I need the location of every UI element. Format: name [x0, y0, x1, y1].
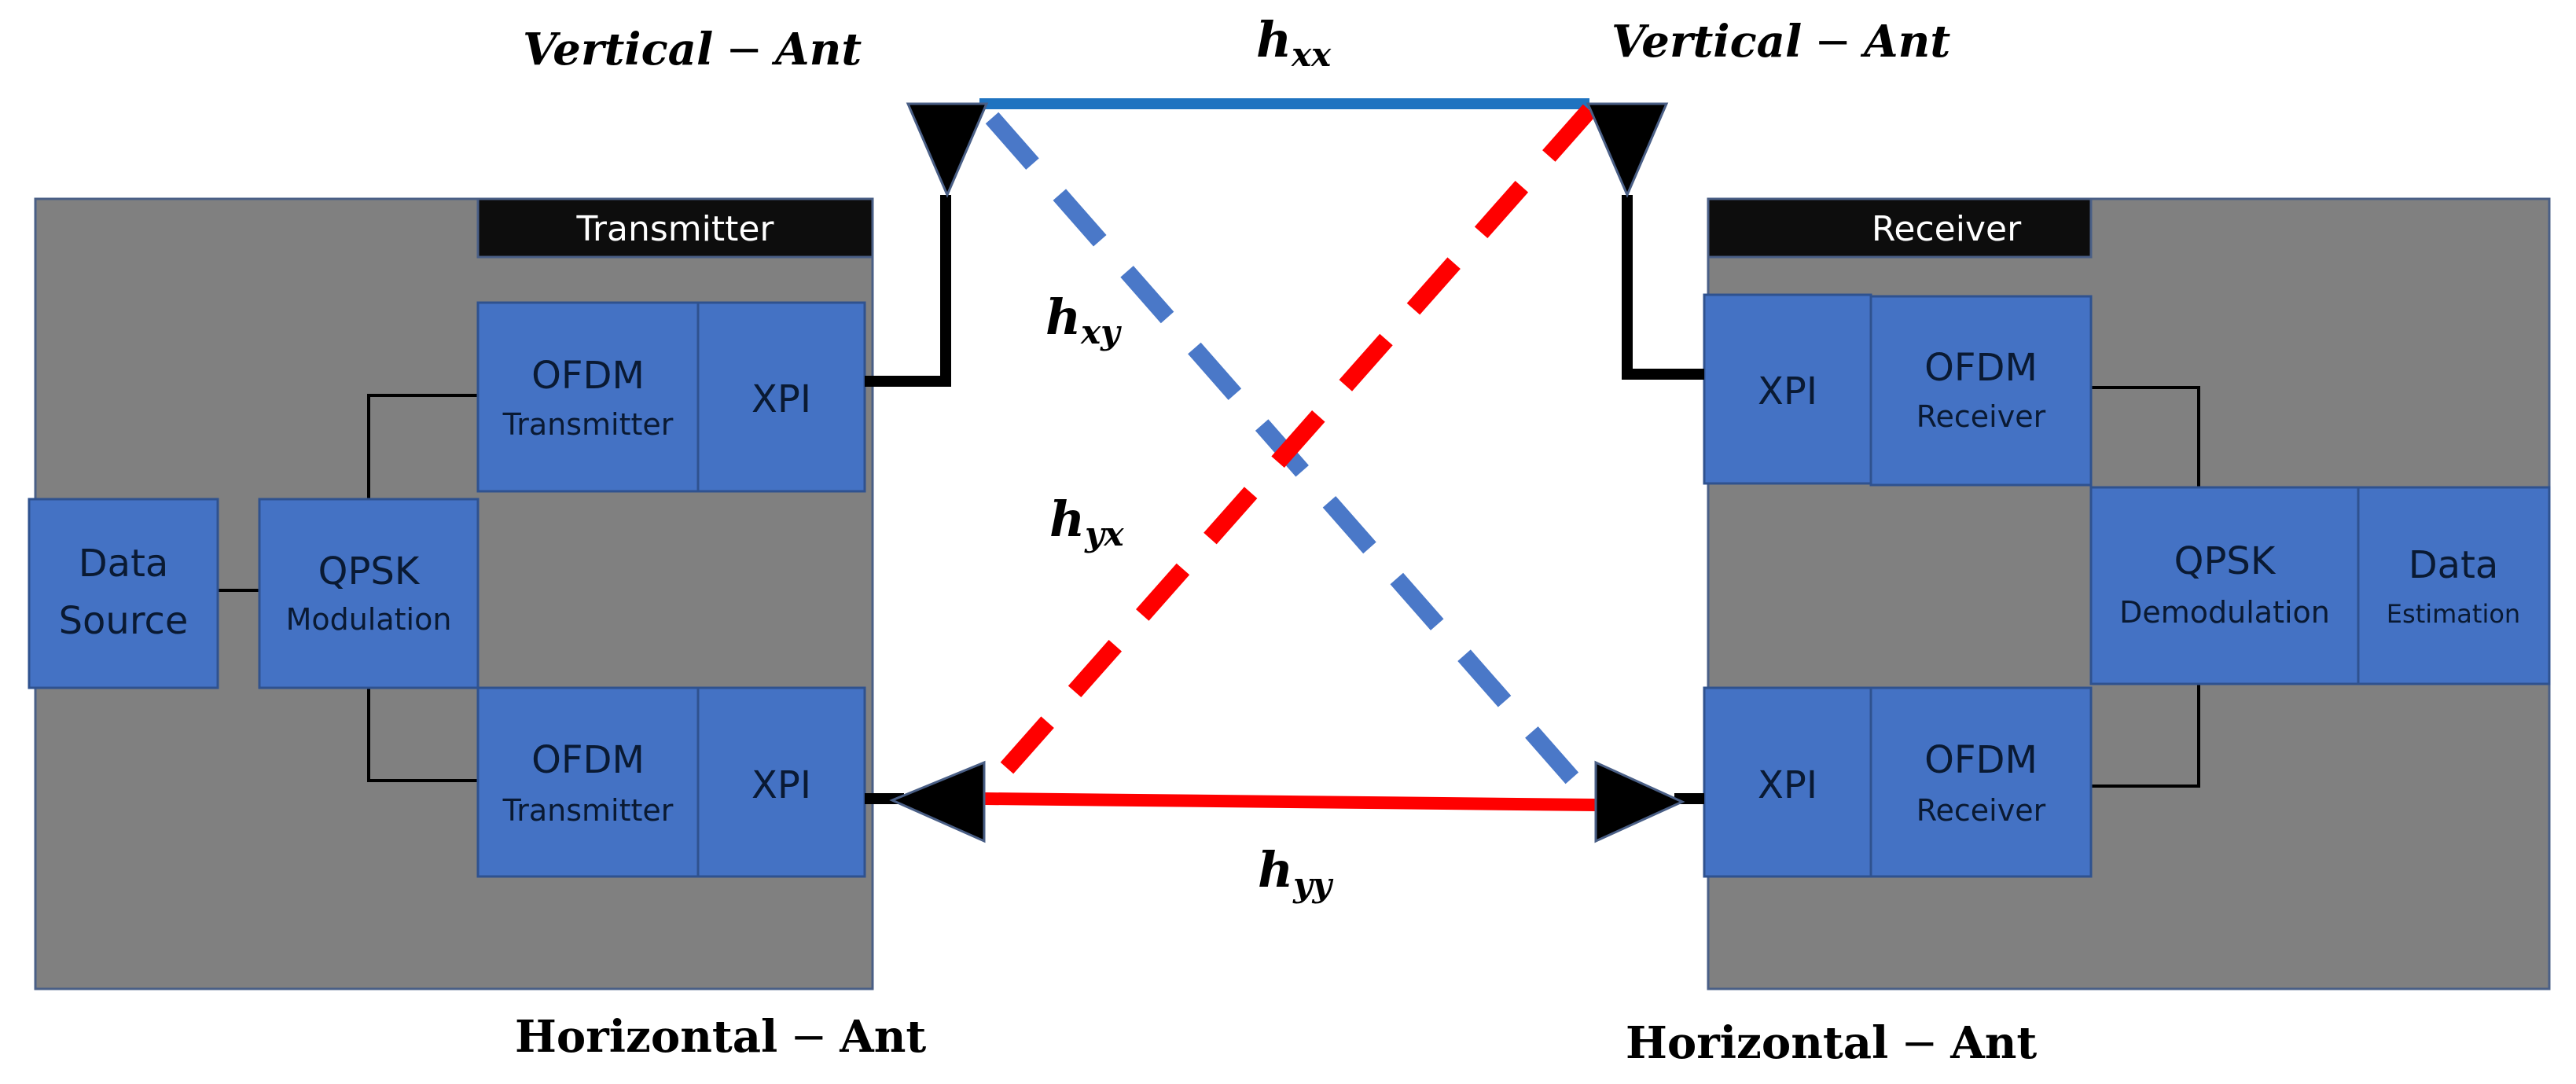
receiver-panel: Receiver XPI OFDM Receiver QPSK Demodula… [1703, 197, 2551, 990]
rx-vertical-label-main: Vertical [1611, 16, 1802, 68]
tx-vertical-antenna-icon [906, 102, 989, 198]
wire-qpsk-to-ofdm-top [367, 394, 478, 499]
receiver-header [1707, 197, 2093, 259]
ofdm-receiver-bottom-label-line1: OFDM [1924, 738, 2038, 782]
ofdm-receiver-top-label-line1: OFDM [1924, 346, 2038, 390]
ofdm-receiver-bottom-label-line2: Receiver [1916, 793, 2046, 828]
antennas [889, 102, 1685, 843]
transmitter-panel: Transmitter Data Source QPSK Modulation … [28, 197, 874, 990]
xpi-rx-bottom-block [1703, 686, 1872, 878]
qpsk-modulation-label-line2: Modulation [286, 602, 452, 637]
receiver-header-label: Receiver [1872, 209, 2022, 249]
wire-ofdm-top-to-qpsk [2091, 386, 2200, 487]
label-hyx-sub: yx [1084, 515, 1124, 553]
tx-vertical-feed [865, 195, 951, 387]
antenna-labels: Vertical−Ant Vertical−Ant Horizontal−Ant… [515, 16, 2037, 1069]
transmitter-wiring [218, 394, 478, 782]
label-hyy-sub: yy [1292, 865, 1333, 904]
rx-vertical-label-op: − [1814, 17, 1851, 68]
label-hxx-base: h [1256, 11, 1292, 68]
label-hxx-sub: xx [1291, 35, 1332, 74]
ofdm-receiver-bottom-block [1869, 686, 2093, 878]
label-hxy: hxy [1045, 288, 1122, 351]
channel-links [976, 98, 1601, 811]
ofdm-transmitter-bottom-label-line2: Transmitter [502, 793, 674, 828]
ofdm-transmitter-bottom-block [476, 686, 700, 878]
label-hyy: hyy [1258, 841, 1333, 904]
xpi-tx-bottom-label: XPI [751, 763, 811, 807]
tx-vertical-label-op: − [726, 24, 763, 75]
data-source-label-line2: Source [59, 599, 189, 643]
qpsk-modulation-label-line1: QPSK [318, 549, 421, 593]
xpi-rx-top-label: XPI [1758, 369, 1817, 413]
rx-vertical-feed [1622, 195, 1704, 380]
tx-horizontal-label-main: Horizontal [515, 1011, 777, 1063]
label-hxy-sub: xy [1080, 313, 1122, 351]
xpi-tx-bottom-block [696, 686, 866, 878]
qpsk-demodulation-block [2089, 486, 2360, 685]
rx-vertical-antenna-icon [1586, 102, 1669, 198]
qpsk-modulation-block [258, 498, 480, 689]
label-hyy-base: h [1258, 841, 1293, 898]
qpsk-demodulation-label-line1: QPSK [2174, 539, 2277, 583]
channel-labels: hxx hxy hyx hyy [1045, 11, 1333, 904]
data-estimation-label-line1: Data [2409, 543, 2499, 587]
link-hyx [976, 104, 1597, 802]
label-hxy-base: h [1045, 288, 1081, 346]
wire-qpsk-to-ofdm-bottom [367, 688, 478, 782]
receiver-wiring [2091, 386, 2200, 788]
tx-vertical-label-suffix: Ant [771, 24, 862, 75]
rx-horizontal-label-suffix: Ant [1949, 1017, 2037, 1069]
rx-horizontal-antenna-label: Horizontal−Ant [1626, 1017, 2037, 1069]
rx-horizontal-antenna-icon [1594, 760, 1685, 843]
ofdm-transmitter-top-block [476, 301, 700, 493]
xpi-tx-top-block [696, 301, 866, 493]
link-hyy [983, 792, 1597, 811]
data-source-block [28, 498, 219, 689]
antenna-feeds [865, 195, 1704, 804]
tx-horizontal-antenna-label: Horizontal−Ant [515, 1011, 926, 1063]
wire-qpsk-to-ofdm-bottom [2091, 684, 2200, 788]
tx-horizontal-label-op: − [790, 1012, 827, 1063]
label-hyx: hyx [1049, 491, 1124, 553]
rx-vertical-label-suffix: Ant [1860, 16, 1950, 68]
rx-horizontal-label-op: − [1901, 1018, 1938, 1069]
xpi-tx-top-label: XPI [751, 377, 811, 421]
data-estimation-label-line2: Estimation [2387, 599, 2520, 629]
ofdm-receiver-top-block [1869, 295, 2093, 487]
data-estimation-block [2357, 486, 2551, 685]
ofdm-transmitter-bottom-label-line1: OFDM [531, 738, 645, 782]
qpsk-demodulation-label-line2: Demodulation [2119, 595, 2330, 630]
ofdm-transmitter-top-label-line2: Transmitter [502, 407, 674, 442]
xpi-rx-bottom-label: XPI [1758, 763, 1817, 807]
tx-horizontal-antenna-icon [889, 760, 986, 843]
data-source-label-line1: Data [79, 542, 169, 586]
ofdm-transmitter-top-label-line1: OFDM [531, 354, 645, 398]
ofdm-receiver-top-label-line2: Receiver [1916, 399, 2046, 434]
rx-vertical-antenna-label: Vertical−Ant [1611, 16, 1950, 68]
transmitter-header [476, 197, 874, 259]
link-hxy [985, 112, 1601, 810]
rx-horizontal-label-main: Horizontal [1626, 1017, 1888, 1069]
transmitter-header-label: Transmitter [575, 209, 774, 249]
tx-vertical-antenna-label: Vertical−Ant [523, 24, 862, 75]
tx-vertical-label-main: Vertical [523, 24, 713, 75]
label-hyx-base: h [1049, 491, 1085, 548]
tx-horizontal-label-suffix: Ant [839, 1011, 926, 1063]
label-hxx: hxx [1256, 11, 1332, 74]
